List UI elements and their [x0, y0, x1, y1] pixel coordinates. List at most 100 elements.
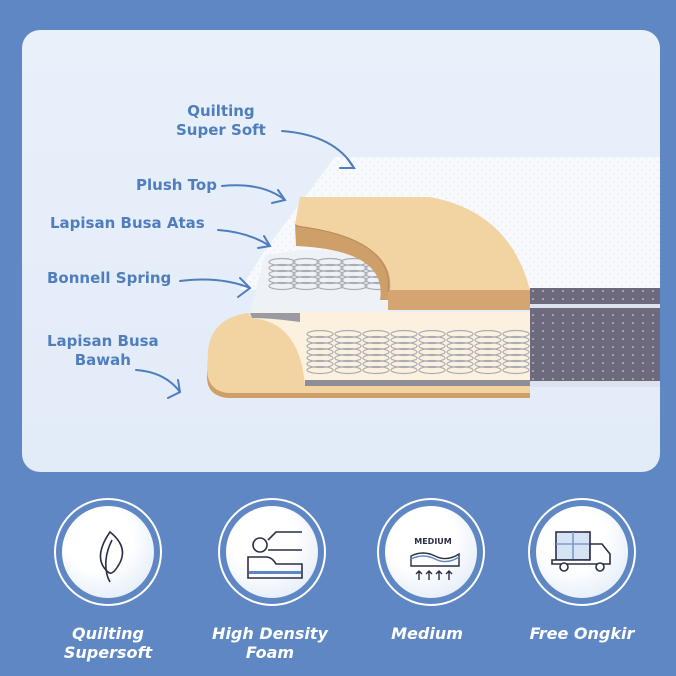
spring-coil — [446, 335, 474, 345]
spring-coil — [502, 329, 530, 339]
spring-coil — [306, 365, 334, 375]
spring-coil — [446, 347, 474, 357]
feature-quilting-supersoft — [54, 498, 162, 606]
spring-coil — [306, 347, 334, 357]
spring-coil — [362, 329, 390, 339]
spring-coil — [316, 281, 344, 291]
spring-coil — [268, 275, 296, 285]
spring-coil — [390, 365, 418, 375]
spring-coil — [334, 335, 362, 345]
spring-coil — [268, 257, 296, 267]
label-plush-top: Plush Top — [136, 176, 217, 194]
spring-coil — [340, 269, 368, 279]
feature-free-ongkir — [528, 498, 636, 606]
spring-coil — [340, 263, 368, 273]
label-line: Super Soft — [176, 121, 266, 139]
label-bonnell-spring: Bonnell Spring — [47, 269, 172, 287]
spring-coil — [474, 347, 502, 357]
spring-coil — [268, 263, 296, 273]
spring-coil — [306, 359, 334, 369]
spring-coil — [502, 365, 530, 375]
medium-firmness-icon: MEDIUM — [410, 537, 460, 580]
person-on-foam-icon — [247, 531, 303, 579]
spring-coil — [390, 353, 418, 363]
spring-coil — [446, 341, 474, 351]
spring-coil — [446, 329, 474, 339]
caption-line: Supersoft — [63, 643, 153, 662]
delivery-truck-icon — [551, 531, 611, 572]
spring-coil — [362, 335, 390, 345]
label-line: Bawah — [74, 351, 131, 369]
spring-layer — [250, 312, 530, 382]
spring-coil — [292, 263, 320, 273]
caption-free-ongkir: Free Ongkir — [529, 624, 635, 643]
spring-coil — [340, 275, 368, 285]
spring-coil — [502, 341, 530, 351]
medium-icon-text: MEDIUM — [414, 537, 452, 546]
spring-coil — [334, 347, 362, 357]
spring-coil — [316, 275, 344, 285]
spring-coil — [418, 353, 446, 363]
label-line: Lapisan Busa — [47, 332, 159, 350]
upper-foam-layer — [295, 197, 530, 290]
spring-coil — [362, 347, 390, 357]
spring-coil — [362, 365, 390, 375]
callout-arrows — [135, 130, 356, 399]
spring-coil — [316, 257, 344, 267]
spring-coil — [502, 353, 530, 363]
spring-coil — [474, 341, 502, 351]
spring-coil — [474, 365, 502, 375]
spring-coil — [502, 347, 530, 357]
spring-coil — [334, 341, 362, 351]
spring-coil — [446, 359, 474, 369]
label-lapisan-busa-atas: Lapisan Busa Atas — [50, 214, 205, 232]
spring-coil — [502, 359, 530, 369]
spring-coil — [474, 335, 502, 345]
spring-coil — [362, 341, 390, 351]
feature-high-density-foam — [218, 498, 326, 606]
spring-coil — [306, 353, 334, 363]
spring-coil — [292, 275, 320, 285]
spring-coil — [418, 329, 446, 339]
spring-coil — [316, 269, 344, 279]
spring-coil — [334, 359, 362, 369]
spring-coil — [334, 353, 362, 363]
spring-coil — [418, 341, 446, 351]
caption-line: Foam — [245, 643, 295, 662]
spring-coil — [390, 335, 418, 345]
caption-medium: Medium — [391, 624, 463, 643]
spring-coil — [268, 281, 296, 291]
spring-coil — [390, 347, 418, 357]
spring-coil — [306, 329, 334, 339]
spring-coil — [306, 341, 334, 351]
spring-coil — [418, 347, 446, 357]
spring-coil — [474, 359, 502, 369]
spring-coil — [362, 359, 390, 369]
spring-coil — [292, 269, 320, 279]
spring-coil — [268, 269, 296, 279]
side-fabric — [530, 288, 660, 386]
spring-coil — [474, 353, 502, 363]
spring-coil — [362, 353, 390, 363]
lower-foam-layer — [207, 313, 530, 393]
spring-coil — [446, 365, 474, 375]
leaf-icon — [99, 530, 124, 583]
spring-coil — [418, 335, 446, 345]
spring-coil — [334, 365, 362, 375]
spring-coil — [418, 359, 446, 369]
spring-coil — [390, 359, 418, 369]
caption-line: High Density — [212, 624, 328, 643]
spring-coil — [418, 365, 446, 375]
spring-coil — [316, 263, 344, 273]
label-line: Quilting — [187, 102, 255, 120]
spring-coil — [340, 281, 368, 291]
spring-coil — [446, 353, 474, 363]
spring-coil — [474, 329, 502, 339]
feature-medium: MEDIUM — [377, 498, 485, 606]
spring-coil — [502, 335, 530, 345]
